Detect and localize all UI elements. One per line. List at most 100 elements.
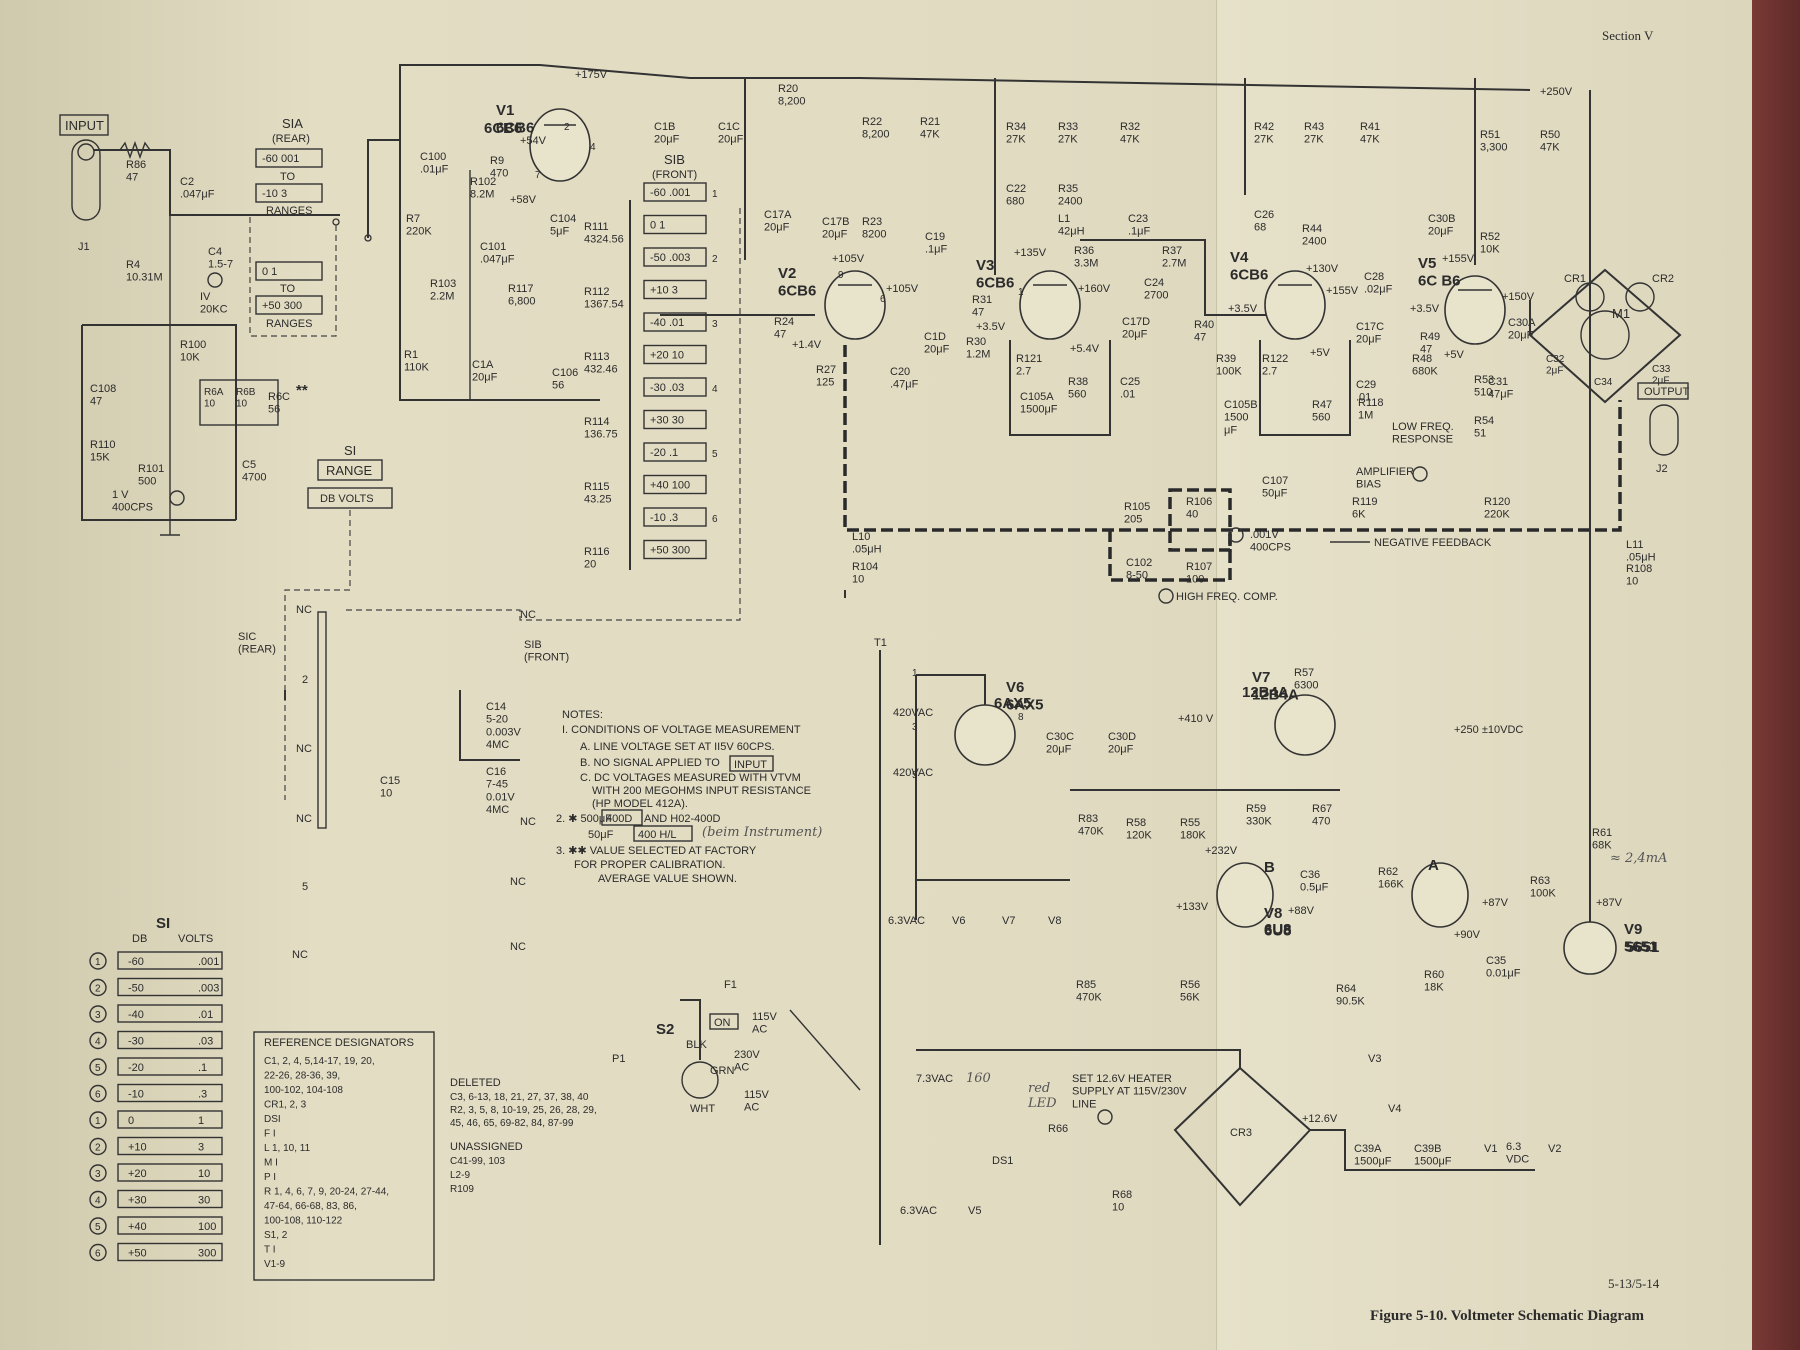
amp-bias-adjust-icon[interactable] xyxy=(1412,466,1428,482)
s1-table-row[interactable] xyxy=(117,977,223,997)
v232-label: +232V xyxy=(1205,845,1238,857)
s1b-range-box[interactable] xyxy=(643,442,707,462)
s1b-range-label: -30 .03 xyxy=(650,382,684,394)
db-volts-box[interactable] xyxy=(307,487,393,509)
s1-table-row[interactable] xyxy=(117,1189,223,1209)
tube-pin-number: 7 xyxy=(535,170,541,181)
input-jack-j1[interactable] xyxy=(71,139,101,221)
power-plug-p1[interactable] xyxy=(681,1061,719,1099)
v8b-label: B xyxy=(1264,859,1275,876)
s1-table-row[interactable] xyxy=(117,1004,223,1023)
s1b-range-box[interactable] xyxy=(643,474,707,495)
s1b-front-lower-label: SIB(FRONT) xyxy=(524,639,569,664)
s1b-position-number: 5 xyxy=(712,449,718,460)
v54-label: +54V xyxy=(520,135,547,147)
s1-table-row[interactable] xyxy=(117,951,223,970)
r107-adjust-icon[interactable] xyxy=(1228,527,1244,543)
s1b-range-box[interactable] xyxy=(643,312,707,332)
r66-adjust-icon[interactable] xyxy=(1097,1109,1113,1125)
v105b-label: +105V xyxy=(886,283,919,295)
s1-table-row[interactable] xyxy=(117,1110,223,1129)
s1b-range-label: +30 30 xyxy=(650,415,684,427)
v160-label: +160V xyxy=(1078,283,1111,295)
heater-v3-label: V3 xyxy=(1368,1053,1381,1065)
s1b-range-box[interactable] xyxy=(643,279,707,300)
high-freq-adjust-icon[interactable] xyxy=(1158,588,1174,604)
ref-line: 22-26, 28-36, 39, xyxy=(264,1071,340,1082)
s1b-range-label: -20 .1 xyxy=(650,447,678,459)
unassigned-title: UNASSIGNED xyxy=(450,1141,523,1153)
s1-table-volts: .01 xyxy=(198,1009,213,1021)
s1a-title: SIA xyxy=(282,116,303,131)
v410-label: +410 V xyxy=(1178,713,1214,725)
r6c-stars: ** xyxy=(296,382,308,399)
s1b-range-box[interactable] xyxy=(643,539,707,560)
s1-table-row[interactable] xyxy=(117,1030,223,1050)
output-jack-j2[interactable] xyxy=(1649,404,1679,456)
s1-table-row-marker xyxy=(89,1137,107,1156)
s1b-range-box[interactable] xyxy=(643,344,707,365)
s1b-range-box[interactable] xyxy=(643,247,707,267)
tube-v2 xyxy=(824,270,886,340)
s1b-range-box[interactable] xyxy=(643,507,707,527)
v35a-label: +3.5V xyxy=(976,321,1006,333)
reference-designators-box xyxy=(253,1031,435,1281)
s1b-range-box[interactable] xyxy=(643,182,707,202)
v8a-label: A xyxy=(1428,857,1439,874)
s1-table-db: +50 xyxy=(128,1248,147,1260)
r101-adjust-icon[interactable] xyxy=(169,490,185,506)
note-line: C. DC VOLTAGES MEASURED WITH VTVM xyxy=(580,772,801,784)
s1-table-row[interactable] xyxy=(117,1083,223,1103)
s1-table-row[interactable] xyxy=(117,1163,223,1182)
on-switch[interactable] xyxy=(709,1013,739,1030)
s1-table-title: SI xyxy=(156,915,170,932)
s1a-sub: (REAR) xyxy=(272,133,310,145)
c4-trim-icon[interactable] xyxy=(207,272,223,288)
jack-j2-label: J2 xyxy=(1656,463,1668,475)
s1b-range-box[interactable] xyxy=(643,409,707,430)
tube-v6 xyxy=(954,704,1016,766)
note-line: NOTES: xyxy=(562,709,603,721)
tube-pin-number: 1 xyxy=(912,668,918,679)
s1-table-volts: 100 xyxy=(198,1221,216,1233)
cr3-label: CR3 xyxy=(1230,1127,1252,1139)
tube-v7 xyxy=(1274,694,1336,756)
s1-table-row[interactable] xyxy=(117,1242,223,1262)
s1-table-row[interactable] xyxy=(117,1057,223,1076)
note-line: A. LINE VOLTAGE SET AT II5V 60CPS. xyxy=(580,741,775,753)
s1-table-row-marker xyxy=(89,1084,107,1103)
s1b-range-box[interactable] xyxy=(643,214,707,235)
s1-table-row-marker xyxy=(89,1164,107,1182)
s1-table-row-marker xyxy=(89,1190,107,1209)
s1-table-row[interactable] xyxy=(117,1216,223,1235)
s1b-range-box[interactable] xyxy=(643,377,707,397)
s1-table-row[interactable] xyxy=(117,1136,223,1156)
ref-title: REFERENCE DESIGNATORS xyxy=(264,1037,414,1049)
handwritten-note-instrument: (beim Instrument) xyxy=(702,825,822,840)
